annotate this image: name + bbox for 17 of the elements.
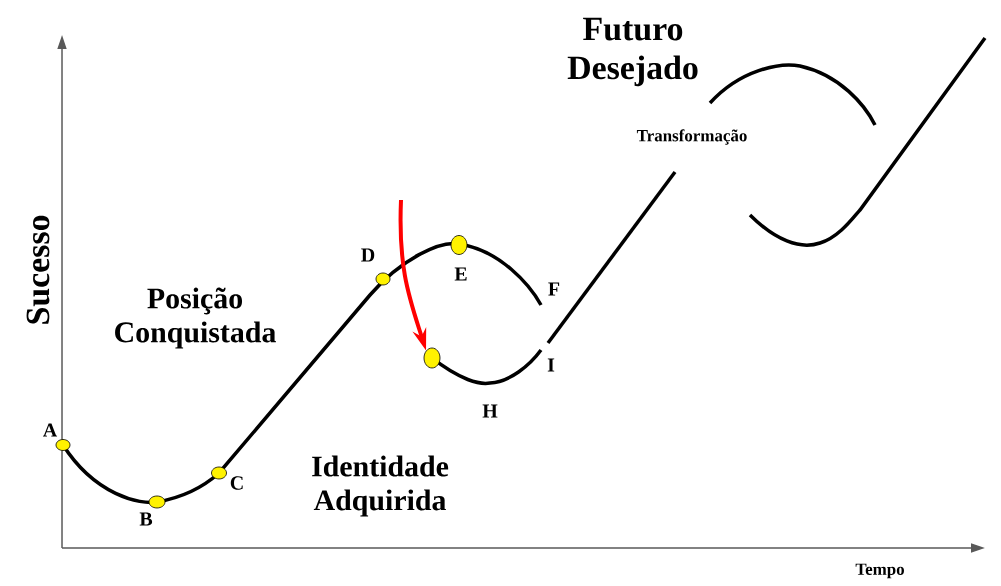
text-label: Posição Conquistada xyxy=(115,287,276,349)
text-label: B xyxy=(139,512,153,526)
text-label: A xyxy=(43,423,58,437)
dot xyxy=(148,495,166,509)
dot xyxy=(211,466,227,480)
text-label: Sucesso xyxy=(26,215,50,324)
text-label: H xyxy=(482,404,498,418)
dot xyxy=(450,235,468,255)
text-label: Tempo xyxy=(855,563,904,579)
text-label: F xyxy=(548,282,560,296)
text-label: C xyxy=(230,476,243,490)
text-label: Transformação xyxy=(636,129,747,145)
text-label: Futuro Desejado xyxy=(567,17,698,87)
text-label: I xyxy=(547,358,555,372)
dot xyxy=(423,347,441,369)
text-label: D xyxy=(361,248,375,262)
text-label: Identidade Adquirida xyxy=(312,455,449,517)
